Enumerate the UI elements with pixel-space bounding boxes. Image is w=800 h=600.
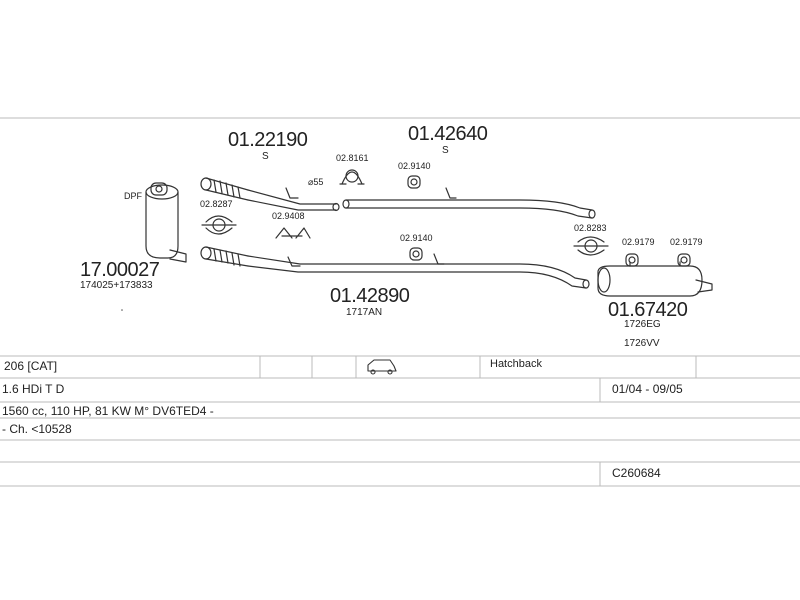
hatchback-car-icon bbox=[367, 359, 397, 375]
clamp-8283-label: 02.8283 bbox=[574, 223, 607, 233]
diameter-label: ⌀55 bbox=[308, 177, 324, 187]
rear-muffler-code: 01.67420 bbox=[608, 299, 688, 321]
specs-cell: 1560 cc, 110 HP, 81 KW M° DV6TED4 - bbox=[2, 404, 214, 418]
front-pipe-s: S bbox=[262, 151, 269, 162]
body-type-cell: Hatchback bbox=[490, 358, 542, 370]
mid-pipe bbox=[342, 187, 596, 219]
dpf-part-code: 17.00027 bbox=[80, 259, 160, 281]
clamp-8161-icon bbox=[339, 169, 365, 185]
rubber-9179-b-label: 02.9179 bbox=[670, 237, 703, 247]
clamp-8161-label: 02.8161 bbox=[336, 153, 369, 163]
clamp-8283-icon bbox=[573, 236, 609, 256]
lower-pipe bbox=[200, 246, 590, 289]
chassis-cell: - Ch. <10528 bbox=[2, 422, 72, 436]
clamp-9140-top-label: 02.9140 bbox=[398, 161, 431, 171]
dpf-label: DPF bbox=[124, 191, 142, 201]
engine-cell: 1.6 HDi T D bbox=[2, 382, 65, 396]
lower-pipe-code: 01.42890 bbox=[330, 285, 410, 307]
lower-pipe-subcode: 1717AN bbox=[346, 307, 383, 318]
catalog-code-cell: C260684 bbox=[612, 466, 661, 480]
rubber-9179-b-icon bbox=[677, 253, 691, 267]
rubber-9179-a-icon bbox=[625, 253, 639, 267]
model-cell: 206 [CAT] bbox=[4, 359, 58, 373]
clamp-9140-low-icon bbox=[409, 247, 423, 261]
dot-mark bbox=[121, 309, 123, 311]
rear-muffler-subcode-1: 1726EG bbox=[624, 319, 661, 330]
front-pipe-code: 01.22190 bbox=[228, 129, 308, 151]
mid-pipe-code: 01.42640 bbox=[408, 123, 488, 145]
dpf-canister bbox=[145, 182, 187, 263]
dates-cell: 01/04 - 09/05 bbox=[612, 382, 683, 396]
dpf-subcode: 174025+173833 bbox=[80, 280, 153, 291]
hanger-9408-label: 02.9408 bbox=[272, 211, 305, 221]
rear-muffler bbox=[597, 261, 713, 297]
gasket-8287-label: 02.8287 bbox=[200, 199, 233, 209]
rubber-9179-a-label: 02.9179 bbox=[622, 237, 655, 247]
front-pipe-upper bbox=[200, 177, 340, 212]
mid-pipe-s: S bbox=[442, 145, 449, 156]
clamp-9140-low-label: 02.9140 bbox=[400, 233, 433, 243]
gasket-8287-icon bbox=[201, 215, 237, 235]
rear-muffler-subcode-2: 1726VV bbox=[624, 338, 660, 349]
clamp-9140-top-icon bbox=[407, 175, 421, 189]
hanger-9408-icon bbox=[275, 227, 311, 239]
